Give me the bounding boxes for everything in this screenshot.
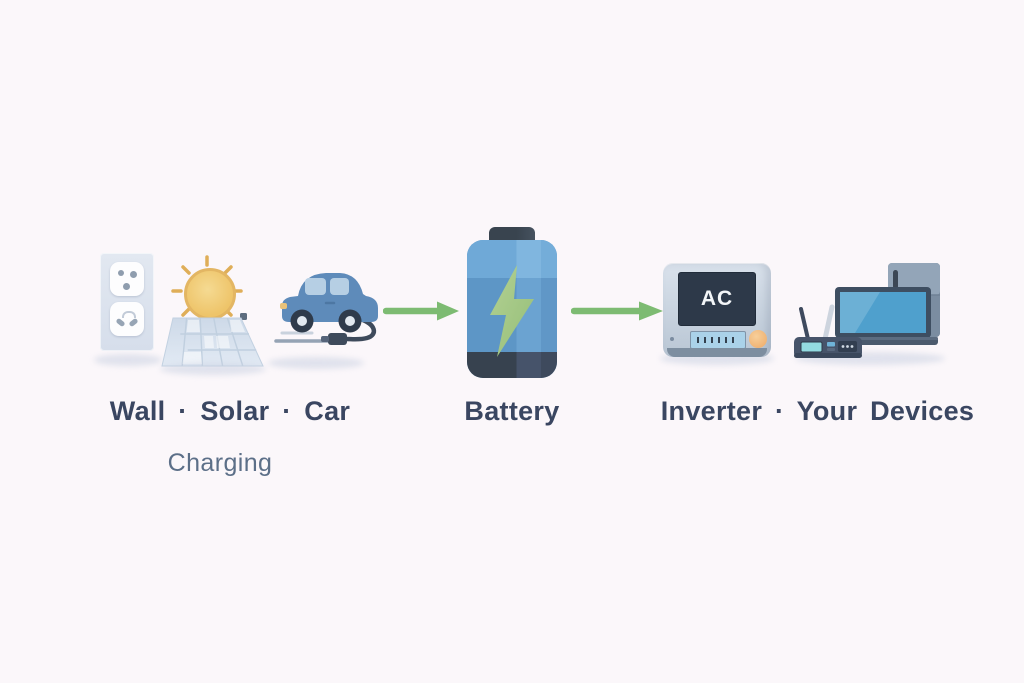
solar-panel-icon xyxy=(161,313,264,367)
battery-icon xyxy=(467,240,557,378)
inverter-led xyxy=(670,337,674,341)
battery-top-band xyxy=(467,240,557,278)
lightning-bolt-icon xyxy=(490,265,534,357)
car-charging-icon xyxy=(274,273,378,345)
wifi-router-icon xyxy=(794,304,862,358)
battery-cap xyxy=(489,227,535,244)
battery-label: Battery xyxy=(464,396,560,426)
sources-label: Wall · Solar · Car xyxy=(109,396,351,426)
outlet-shadow xyxy=(94,354,162,366)
lcd-digits xyxy=(697,337,737,343)
panel-shadow xyxy=(160,363,266,375)
inverter-icon: AC xyxy=(663,263,771,357)
flow-arrow-left xyxy=(383,301,459,321)
inverter-shadow xyxy=(660,352,774,365)
outlet-socket-top xyxy=(110,262,144,296)
devices-shadow xyxy=(795,352,945,365)
devices-cluster xyxy=(794,263,940,358)
inverter-power-button xyxy=(749,330,767,348)
wall-outlet-icon xyxy=(100,253,154,351)
inverter-screen-text: AC xyxy=(700,287,734,310)
battery-bottom-band xyxy=(467,352,557,378)
sun-rays-icon xyxy=(171,255,243,327)
sun-icon xyxy=(184,268,236,320)
laptop-icon xyxy=(828,287,938,345)
refrigerator-icon xyxy=(888,263,940,337)
inverter-base xyxy=(667,348,767,357)
flow-arrow-right xyxy=(571,301,663,321)
charging-label: Charging xyxy=(167,449,273,477)
inverter-lcd-display xyxy=(690,331,746,349)
car-shadow xyxy=(268,357,364,369)
inverter-screen: AC xyxy=(678,272,756,326)
output-label: Inverter · Your Devices xyxy=(660,396,975,426)
outlet-socket-bottom xyxy=(110,302,144,336)
